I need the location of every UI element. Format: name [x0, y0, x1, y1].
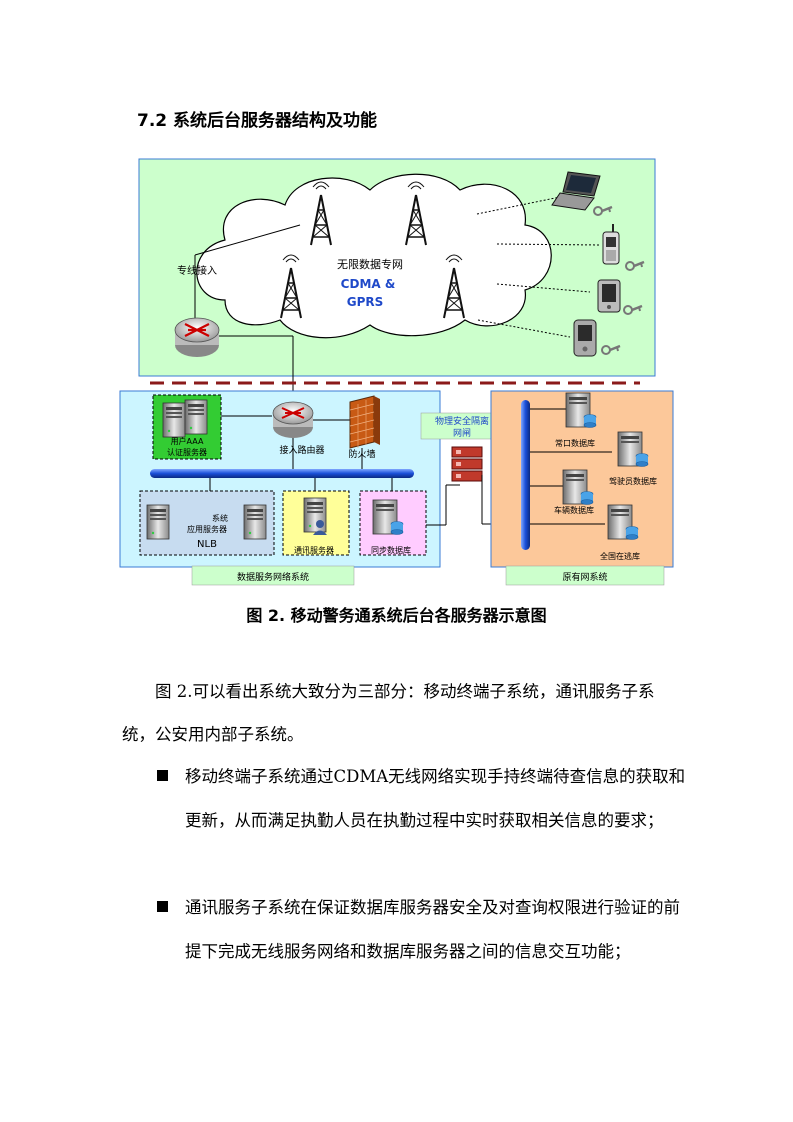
cloud-gprs-label: GPRS — [347, 295, 384, 309]
vertical-bus — [521, 400, 530, 550]
db-changkou-label: 常口数据库 — [555, 438, 595, 448]
server-architecture-diagram: 无限数据专网 CDMA & GPRS 专线接入 — [119, 158, 674, 586]
db-driver-label: 驾驶员数据库 — [609, 476, 657, 486]
nlb-label: NLB — [197, 539, 217, 550]
cloud-cdma-label: CDMA & — [341, 277, 396, 291]
pda-icon — [597, 279, 621, 313]
firewall-icon — [349, 395, 380, 449]
cloud-title: 无限数据专网 — [337, 257, 403, 271]
bullet-square-icon — [157, 770, 168, 781]
orig-net-label: 原有网系统 — [562, 571, 607, 583]
aaa-label-1: 用户AAA — [171, 436, 204, 446]
aaa-label-2: 认证服务器 — [167, 447, 207, 457]
figure-caption: 图 2. 移动警务通系统后台各服务器示意图 — [246, 606, 547, 625]
server-icon — [184, 399, 208, 435]
server-icon — [162, 402, 186, 438]
sync-db-label: 同步数据库 — [371, 545, 411, 555]
isolation-label-1: 物理安全隔离 — [435, 415, 489, 427]
app-label-2: 应用服务器 — [187, 524, 227, 534]
server-icon — [146, 504, 170, 540]
db-vehicle-label: 车辆数据库 — [554, 505, 594, 515]
lan-bus — [150, 469, 414, 478]
body-paragraph: 图 2.可以看出系统大致分为三部分：移动终端子系统，通讯服务子系统，公安用内部子… — [122, 682, 655, 744]
leased-line-label: 专线接入 — [177, 264, 217, 277]
data-net-label-box — [191, 565, 355, 586]
bullet-square-icon — [157, 901, 168, 912]
isolation-label-box — [420, 412, 504, 440]
db-fugitive-label: 全国在逃库 — [600, 551, 640, 561]
access-router-label: 接入路由器 — [279, 444, 324, 456]
bullet-item: 移动终端子系统通过CDMA无线网络实现手持终端待查信息的获取和更新，从而满足执勤… — [157, 755, 687, 843]
isolation-gateway-icon — [451, 446, 483, 482]
section-heading: 7.2 系统后台服务器结构及功能 — [137, 111, 378, 131]
handheld-terminal-icon — [573, 319, 597, 357]
bullet-text: 通讯服务子系统在保证数据库服务器安全及对查询权限进行验证的前提下完成无线服务网络… — [185, 898, 680, 961]
isolation-label-2: 网闸 — [453, 428, 471, 439]
bullet-text: 移动终端子系统通过CDMA无线网络实现手持终端待查信息的获取和更新，从而满足执勤… — [185, 767, 686, 830]
mobile-phone-icon — [602, 224, 620, 265]
gateway-router-icon — [174, 317, 220, 357]
bullet-item: 通讯服务子系统在保证数据库服务器安全及对查询权限进行验证的前提下完成无线服务网络… — [157, 886, 687, 974]
access-router-icon — [272, 401, 314, 438]
app-label-1: 系统 — [212, 513, 228, 523]
orig-net-label-box — [505, 565, 665, 586]
data-net-label: 数据服务网络系统 — [237, 571, 309, 583]
user-icon — [316, 520, 324, 528]
laptop-icon — [551, 171, 601, 211]
server-icon — [243, 504, 267, 540]
comm-server-label: 通讯服务器 — [294, 545, 334, 555]
